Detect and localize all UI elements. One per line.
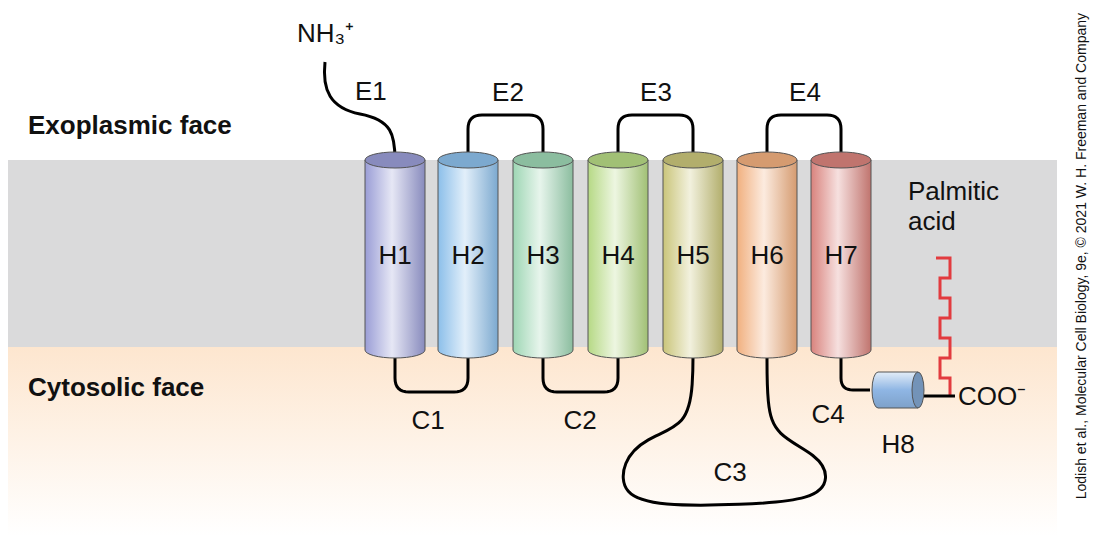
region-label: Cytosolic face <box>28 372 204 402</box>
credit-line: Lodish et al., Molecular Cell Biology, 9… <box>1072 13 1090 523</box>
helix-label: H1 <box>378 240 411 270</box>
cylinder-body <box>588 160 648 358</box>
loop-label: E2 <box>492 77 524 107</box>
loop-label: C3 <box>713 457 746 487</box>
c-terminal-tail <box>922 395 955 398</box>
helix-cylinder: H1 <box>363 150 427 360</box>
cylinder-body <box>811 160 871 358</box>
region-label: Exoplasmic face <box>28 110 232 140</box>
cylinder-body <box>513 160 573 358</box>
cylinder-top <box>663 152 723 168</box>
helix-cylinder: H7 <box>809 150 873 360</box>
helix-cylinder: H5 <box>661 150 725 360</box>
cytosol-region <box>8 347 1057 536</box>
helix-label: H3 <box>526 240 559 270</box>
cylinder-top <box>365 152 425 168</box>
helix-label: H8 <box>881 429 914 459</box>
helix-label: H7 <box>824 240 857 270</box>
helix-cylinder: H6 <box>735 150 799 360</box>
cylinder-body <box>365 160 425 358</box>
cylinder-top <box>811 152 871 168</box>
loop-connector <box>395 352 468 392</box>
cylinder-body <box>872 372 918 408</box>
cylinder-body <box>438 160 498 358</box>
cylinder-top <box>438 152 498 168</box>
helix-cylinder-horizontal: H8 <box>868 368 928 460</box>
loop-connector <box>543 352 618 392</box>
loop-connector <box>623 352 825 505</box>
terminus-label: NH₃⁺ <box>297 18 354 48</box>
cylinder-top <box>588 152 648 168</box>
loop-label: C1 <box>411 405 444 435</box>
loop-label: E1 <box>355 76 387 106</box>
helix-label: H4 <box>601 240 634 270</box>
helix-cylinder: H4 <box>586 150 650 360</box>
helix-cylinder: H3 <box>511 150 575 360</box>
helix-cylinder: H2 <box>436 150 500 360</box>
palmitic-acid-chain <box>936 258 950 396</box>
molecule-label: Palmitic acid <box>908 176 1038 236</box>
helix-label: H5 <box>676 240 709 270</box>
cylinder-body <box>663 160 723 358</box>
cylinder-end <box>912 372 924 408</box>
n-terminal-tail <box>324 62 395 160</box>
cylinder-top <box>513 152 573 168</box>
loop-label: C4 <box>811 399 844 429</box>
loop-label: C2 <box>563 405 596 435</box>
loop-label: E4 <box>789 77 821 107</box>
cylinder-top <box>737 152 797 168</box>
cylinder-body <box>737 160 797 358</box>
terminus-label: COO⁻ <box>958 381 1026 411</box>
helix-label: H2 <box>451 240 484 270</box>
helix-label: H6 <box>750 240 783 270</box>
loop-label: E3 <box>640 77 672 107</box>
